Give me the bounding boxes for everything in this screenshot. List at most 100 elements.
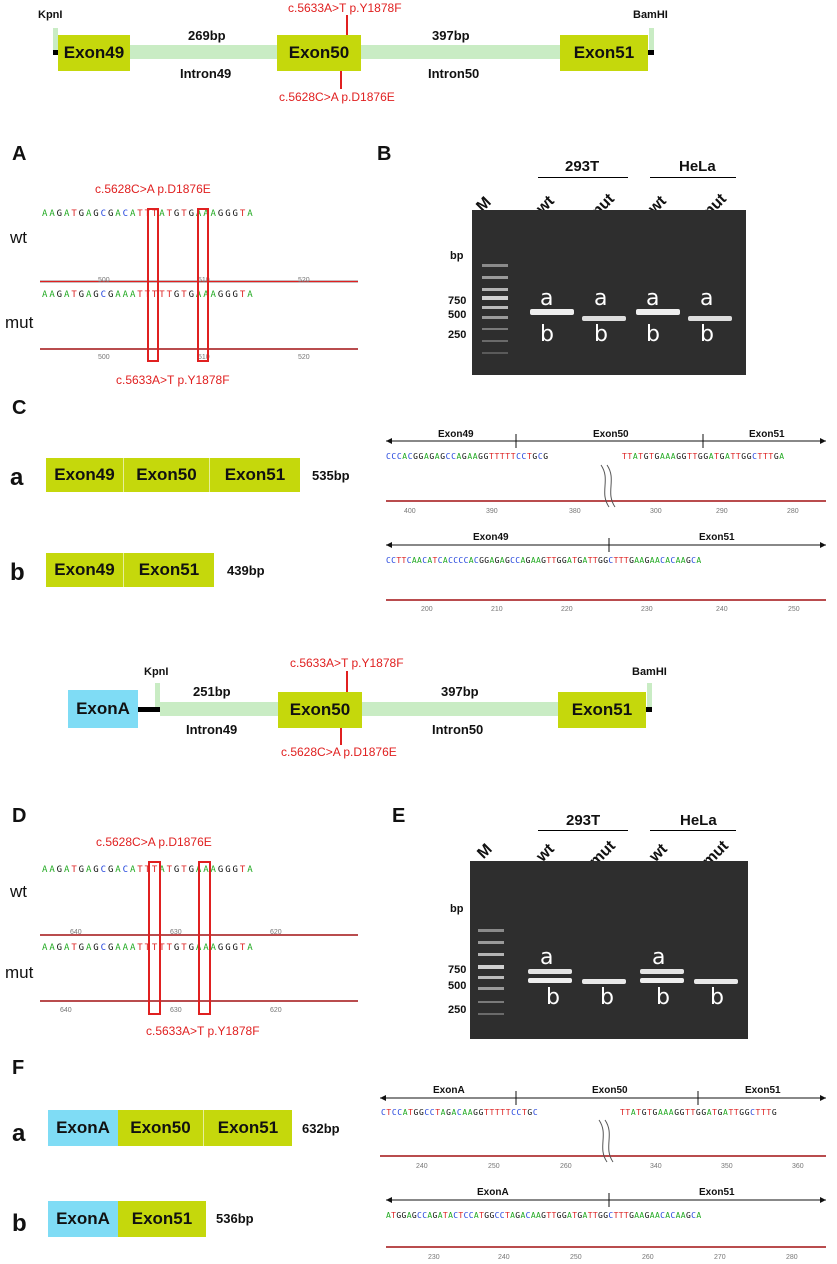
panel-f-b-hdr-exon51: Exon51 <box>696 1187 738 1198</box>
mutation-d1876e-marker <box>340 71 342 89</box>
mid-intron50-label: Intron50 <box>432 722 484 737</box>
gel-band <box>528 978 572 983</box>
panel-e-group-hela: HeLa <box>680 812 717 829</box>
ladder-band <box>482 340 508 342</box>
panel-c-b-length: 439bp <box>227 563 265 578</box>
panel-a-highlight-d1876e <box>147 208 159 362</box>
mid-kpni-marker <box>155 683 160 707</box>
panel-f-a-exon50: Exon50 <box>118 1110 204 1146</box>
kpni-site-marker <box>53 28 58 52</box>
panel-b-bp-unit: bp <box>450 250 464 262</box>
ladder-band <box>478 929 504 932</box>
panel-e-hela-bar <box>650 830 736 831</box>
panel-f-a-hdr-exon50: Exon50 <box>589 1085 631 1096</box>
panel-c-a-seq-left: CCCACGGAGAGCCAGAAGGTTTTTCCTGCG <box>386 452 549 461</box>
panel-d-tick-640: 640 <box>70 929 82 936</box>
panel-a-highlight-y1878f <box>197 208 209 362</box>
ladder-band <box>482 296 508 300</box>
panel-f-a-hdr-exona: ExonA <box>430 1085 468 1096</box>
panel-e-marker-750: 750 <box>448 964 467 976</box>
panel-a-wt-label: wt <box>10 228 27 247</box>
mid-intron49-label: Intron49 <box>186 722 238 737</box>
panel-b-marker-500: 500 <box>448 309 467 321</box>
panel-d-tick-620b: 620 <box>270 1007 282 1014</box>
panel-f-a-tick: 240 <box>416 1163 428 1170</box>
panel-f-a-tick: 350 <box>721 1163 733 1170</box>
panel-e-bp-unit: bp <box>450 903 464 915</box>
intron50-length: 397bp <box>432 28 470 43</box>
panel-c-a-arrow-axis <box>386 434 826 448</box>
panel-e-marker-500: 500 <box>448 980 467 992</box>
panel-d-label: D <box>12 805 27 827</box>
panel-d-tick-640b: 640 <box>60 1007 72 1014</box>
band-b-label: b <box>546 985 560 1010</box>
mid-mutation-d1876e-marker <box>340 728 342 745</box>
panel-c-b-tick: 220 <box>561 606 573 613</box>
panel-f-b-tick: 260 <box>642 1254 654 1261</box>
sequence-break-mark <box>600 464 610 508</box>
panel-c-a-tick: 400 <box>404 508 416 515</box>
panel-c-b-exon51: Exon51 <box>124 553 214 587</box>
panel-f-a-chromatogram <box>380 1119 826 1163</box>
mutation-y1878f-label: c.5633A>T p.Y1878F <box>288 1 402 15</box>
gel-band <box>582 979 626 984</box>
ladder-band <box>478 987 504 990</box>
panel-e-group-293t: 293T <box>566 812 601 829</box>
panel-c-row-a: a <box>10 464 24 491</box>
gel-band <box>582 316 626 321</box>
ladder-band <box>478 1013 504 1015</box>
ladder-band <box>478 941 504 944</box>
vector-end-left <box>53 50 59 55</box>
ladder-band <box>482 316 508 319</box>
intron50-bar <box>360 45 560 59</box>
vector-end-right <box>648 50 654 55</box>
gel-band <box>688 316 732 321</box>
panel-c-label: C <box>12 397 27 419</box>
mid-kpni-label: KpnI <box>144 666 169 678</box>
panel-d-tick-620: 620 <box>270 929 282 936</box>
panel-d-mutation-top: c.5628C>A p.D1876E <box>96 835 212 849</box>
panel-b-293t-bar <box>538 177 628 178</box>
band-b-label: b <box>594 322 608 347</box>
panel-b-hela-bar <box>650 177 736 178</box>
panel-c-b-tick: 240 <box>716 606 728 613</box>
ladder-band <box>478 953 504 956</box>
panel-f-a-tick: 340 <box>650 1163 662 1170</box>
panel-e-gel: a a b b b b <box>470 861 748 1039</box>
band-a-label: a <box>540 945 554 970</box>
panel-f-a-arrow-axis <box>380 1091 826 1105</box>
panel-f-b-length: 536bp <box>216 1211 254 1226</box>
exon51-box: Exon51 <box>560 35 648 71</box>
panel-d-tick-630b: 630 <box>170 1007 182 1014</box>
band-a-label: a <box>646 286 660 311</box>
panel-f-b-arrow-axis <box>386 1193 826 1207</box>
panel-f-a-tick: 250 <box>488 1163 500 1170</box>
panel-c-b-arrow-axis <box>386 538 826 552</box>
panel-a-tick-520: 520 <box>298 277 310 284</box>
mid-mutation-y1878f-label: c.5633A>T p.Y1878F <box>290 656 404 670</box>
panel-c-row-b: b <box>10 559 25 586</box>
gel-band <box>640 978 684 983</box>
exon50-box: Exon50 <box>277 35 361 71</box>
panel-f-b-tick: 230 <box>428 1254 440 1261</box>
panel-f-a-seq-right: TTATGTGAAAGGTTGGATGATTGGCTTTG <box>620 1108 778 1117</box>
panel-f-b-chromatogram <box>386 1246 826 1248</box>
mid-intron49-length: 251bp <box>193 684 231 699</box>
mid-intron50-bar <box>361 702 559 716</box>
panel-f-b-hdr-exona: ExonA <box>474 1187 512 1198</box>
mid-intron50-length: 397bp <box>441 684 479 699</box>
mid-mutation-y1878f-marker <box>346 671 348 692</box>
panel-d-highlight-y1878f <box>198 861 211 1015</box>
band-b-label: b <box>710 985 724 1010</box>
gel-band <box>530 309 574 315</box>
panel-c-b-tick: 200 <box>421 606 433 613</box>
panel-c-a-tick: 390 <box>486 508 498 515</box>
panel-a-chromatogram <box>40 280 358 350</box>
panel-a-wt-sequence: AAGATGAGCGACATTTATGTGAAAGGGTA <box>42 209 255 219</box>
panel-c-a-length: 535bp <box>312 468 350 483</box>
band-a-label: a <box>540 286 554 311</box>
panel-a-tick-500b: 500 <box>98 354 110 361</box>
panel-c-b-chromatogram <box>386 599 826 601</box>
band-a-label: a <box>652 945 666 970</box>
panel-b-marker-750: 750 <box>448 295 467 307</box>
